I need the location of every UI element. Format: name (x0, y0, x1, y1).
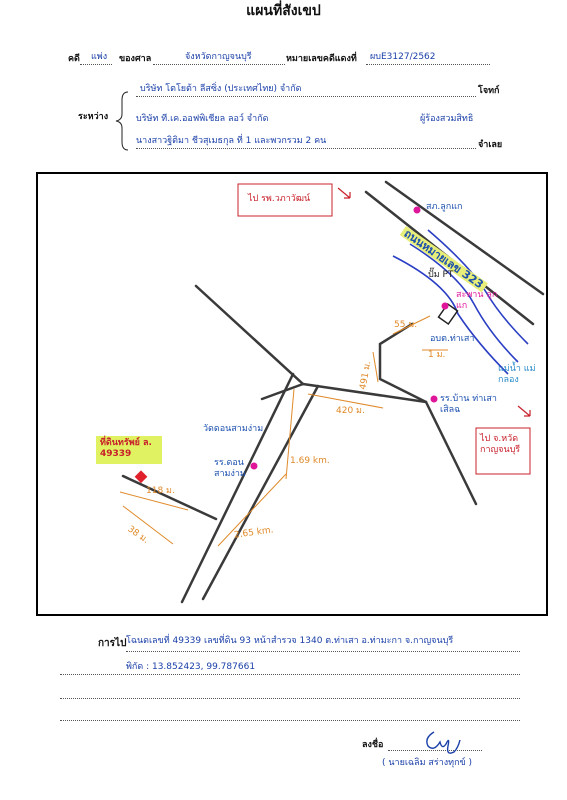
property-highlight (96, 436, 162, 464)
dist-55m: 55 ม. (394, 320, 418, 330)
court-value: จังหวัดกาญจนบุรี (185, 52, 252, 62)
gas-station-label: ปั๊ม PT (428, 270, 454, 280)
to-hospital-label: ไป รพ.วภาวัฒน์ (248, 194, 311, 204)
river-label: แม่น้ำ แม่กลอง (498, 364, 536, 385)
bridge-label: สะพาน ลูกแก (456, 290, 498, 311)
road-323 (384, 180, 545, 296)
court-label: ของศาล (119, 54, 152, 64)
brace (115, 91, 129, 151)
property-label: ที่ดินทรัพย์ ล. 49339 (100, 438, 152, 459)
road-west (121, 474, 218, 521)
case-label: คดี (68, 54, 80, 64)
river-line-3 (427, 229, 529, 345)
sign-label: ลงชื่อ (362, 740, 384, 750)
road-main-2 (201, 384, 320, 601)
goto-label: การไป (98, 638, 127, 649)
signer-name: ( นายเฉลิม สร่างทุกข์ ) (382, 758, 473, 768)
dist-118m: 118 ม. (146, 486, 175, 496)
to-kanchanaburi-label: ไป จ.หวัด กาญจนบุรี (480, 434, 521, 455)
signature-mark (426, 731, 461, 754)
page-title: แผนที่สังเขป (246, 3, 321, 19)
arrow-up (337, 187, 351, 199)
school-donsam-label: รร.ดอน สามง่าม (214, 458, 246, 479)
bridge-shape (437, 302, 459, 326)
case-type: แพ่ง (91, 52, 108, 62)
dot-school-donsam (250, 462, 258, 470)
goto-text: โฉนดเลขที่ 49339 เลขที่ดิน 93 หน้าสำรวจ … (126, 636, 454, 646)
defendant-name: นางสาวฐิติมา ชีวสุเมธกุล ที่ 1 และพวกรวม… (136, 136, 327, 146)
district-office-label: อบต.ท่าเสา (430, 334, 475, 344)
to-hospital-box (237, 183, 333, 217)
transferee-role: ผู้ร้องสวมสิทธิ (420, 114, 474, 124)
arrow-down (517, 405, 531, 417)
coordinates: พิกัด : 13.852423, 99.787661 (126, 662, 256, 672)
transferee-name: บริษัท ที.เค.ออฟพิเชียล ลอว์ จำกัด (136, 114, 269, 124)
plaintiff-name: บริษัท โตโยต้า ลีสซิ่ง (ประเทศไทย) จำกัด (140, 84, 302, 94)
to-kanchanaburi-box (475, 427, 531, 475)
map-frame: ไป รพ.วภาวัฒน์ ไป จ.หวัด กาญจนบุรี ถนนหม… (36, 172, 548, 616)
between-label: ระหว่าง (78, 112, 109, 122)
dot-school-banpong (430, 395, 438, 403)
river-line-1 (392, 255, 509, 375)
road-main-1 (180, 372, 295, 604)
road-north (378, 322, 428, 404)
dist-420m: 420 ม. (336, 406, 365, 416)
black-no-value: ผบE3127/2562 (370, 52, 436, 62)
temple-label: วัดดอนสามง่าม (203, 424, 264, 434)
dist-169km: 1.69 km. (290, 456, 330, 466)
defendant-role: จำเลย (478, 140, 503, 150)
plaintiff-role: โจทก์ (478, 86, 500, 96)
dist-1km: 1 ม. (428, 350, 446, 360)
dot-police (413, 206, 421, 214)
road-nw (194, 284, 305, 386)
school-banpong-label: รร.บ้าน ท่าเสาเสิลฉ (440, 394, 497, 415)
roads (121, 180, 545, 604)
distance-lines (119, 315, 448, 547)
police-label: สภ.ลูกแก (426, 202, 463, 212)
black-no-label: หมายเลขคดีแดงที่ (286, 54, 357, 64)
road-link (260, 382, 305, 401)
dot-bridge (441, 302, 449, 310)
